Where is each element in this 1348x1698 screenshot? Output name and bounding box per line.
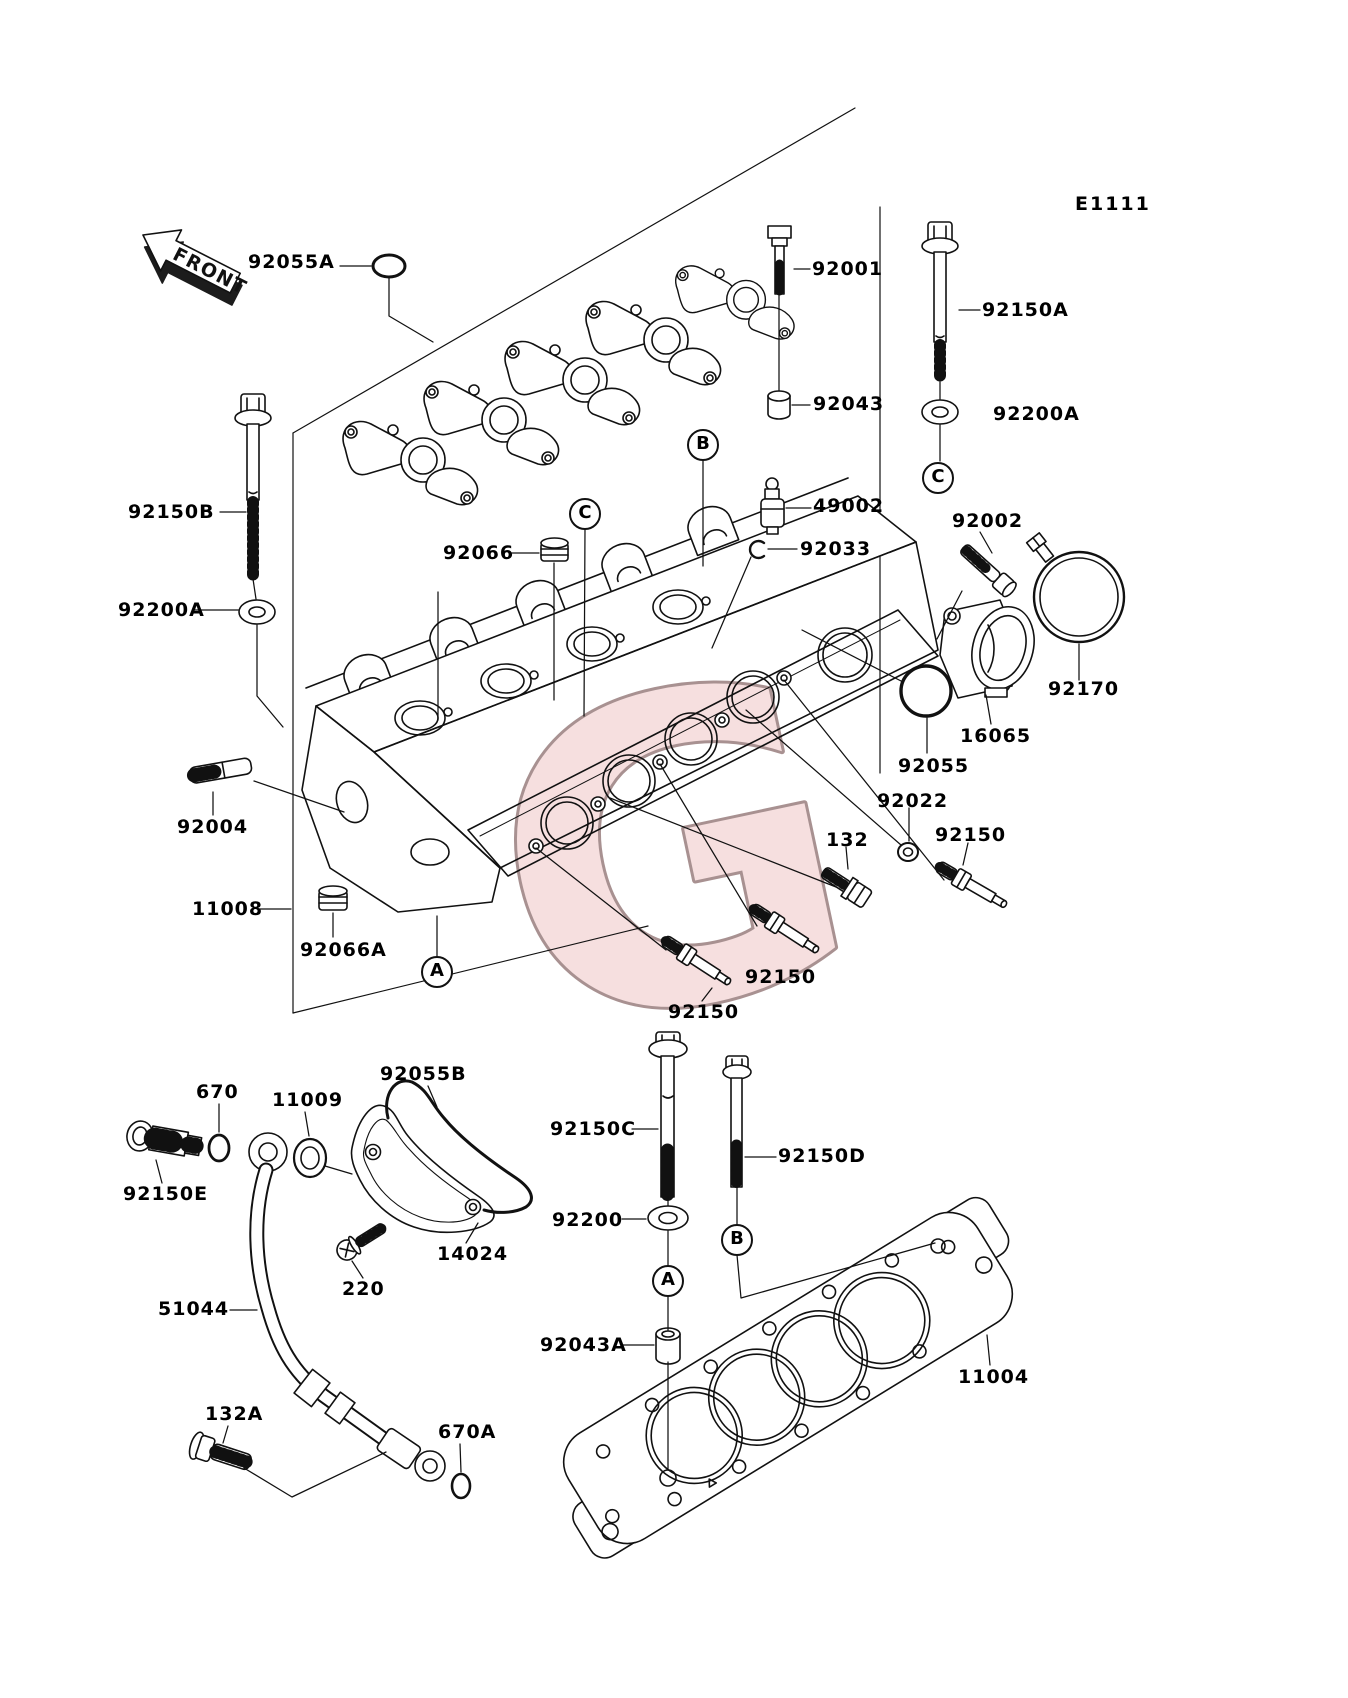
bolt-92001 bbox=[767, 225, 792, 297]
leader-lines bbox=[155, 265, 1080, 1498]
bolt-92002 bbox=[960, 544, 1017, 598]
bolt-92150B bbox=[234, 393, 272, 583]
oring-670A bbox=[450, 1472, 472, 1500]
front-direction-arrow: FRONT bbox=[142, 229, 251, 306]
clamp-92170 bbox=[1025, 532, 1126, 644]
rocker-arm-assemblies bbox=[342, 265, 795, 506]
oring-670 bbox=[207, 1133, 231, 1163]
banjo-bolt-92150E bbox=[126, 1120, 207, 1157]
sleeve-92043 bbox=[767, 390, 791, 420]
plug-92066 bbox=[540, 537, 569, 562]
stud-92004 bbox=[186, 757, 253, 784]
oring-92055 bbox=[899, 664, 953, 718]
bolt-92150C bbox=[648, 1031, 688, 1203]
bolt-92150A bbox=[921, 221, 959, 386]
bolt-132 bbox=[820, 867, 873, 908]
intake-holder-16065 bbox=[939, 599, 1035, 699]
screw-220 bbox=[336, 1223, 387, 1261]
breather-cover-14024 bbox=[350, 1104, 495, 1234]
plug-92066A bbox=[318, 885, 348, 911]
bolt-92150D bbox=[722, 1055, 752, 1192]
bolt-132A bbox=[188, 1431, 253, 1471]
washer-92022 bbox=[897, 842, 919, 862]
cover-gasket-92055B bbox=[385, 1079, 533, 1214]
washer-92200A-right bbox=[921, 399, 959, 425]
oil-hose-51044 bbox=[248, 1132, 446, 1482]
washer-92200 bbox=[647, 1205, 689, 1231]
cylinder-head-drawing bbox=[301, 477, 939, 913]
collar-92043A bbox=[655, 1327, 681, 1365]
seal-11009 bbox=[292, 1137, 328, 1179]
gasket-bolt-hole bbox=[930, 1238, 946, 1254]
head-gasket-11004 bbox=[562, 1196, 1014, 1559]
stud-92150-right bbox=[934, 858, 1011, 913]
oring-92055A bbox=[371, 253, 407, 279]
valve-adjuster-49002 bbox=[760, 477, 785, 535]
washer-92200A-left bbox=[238, 599, 276, 625]
circlip-92033 bbox=[748, 539, 766, 560]
